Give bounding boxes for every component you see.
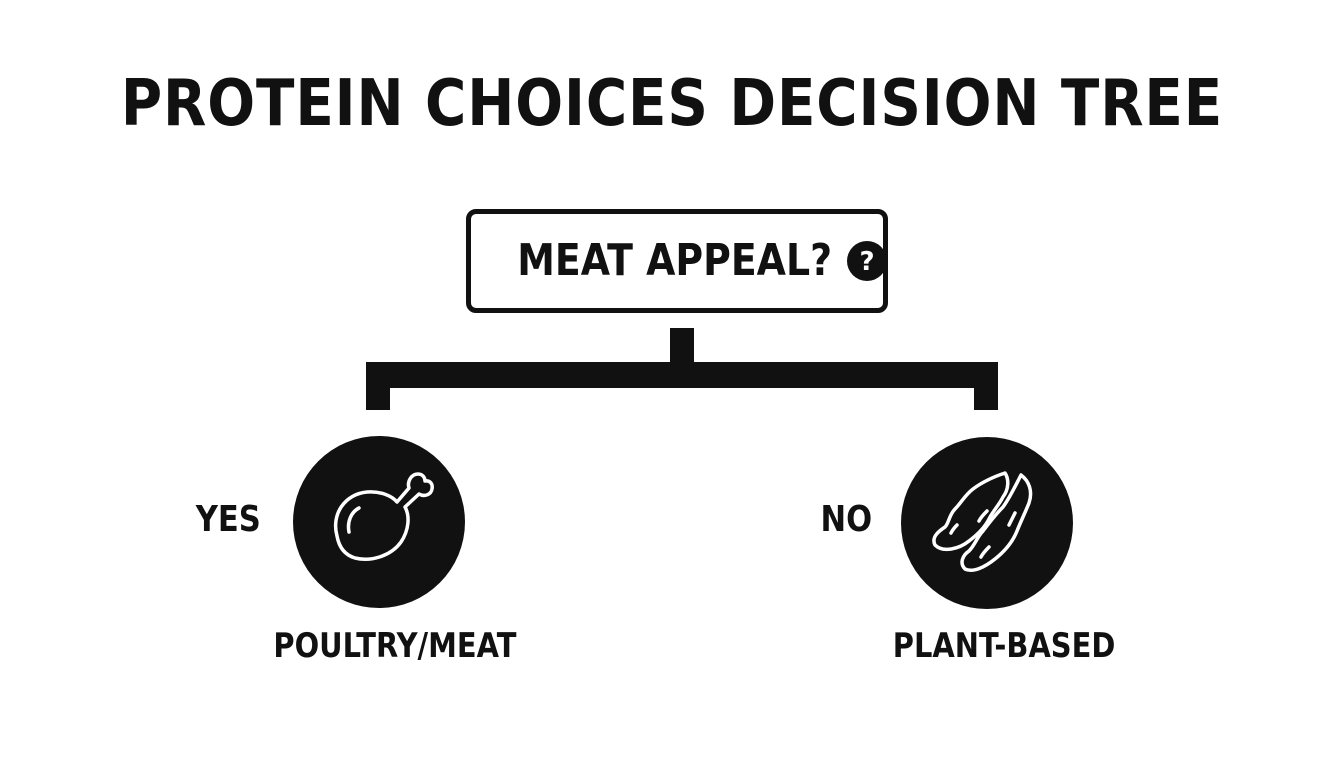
question-circle-icon: ?: [847, 241, 888, 281]
diagram-title: PROTEIN CHOICES DECISION TREE: [120, 67, 1224, 141]
chicken-drumstick-icon: [333, 472, 434, 561]
question-node: MEAT APPEAL? ?: [466, 209, 888, 313]
yes-label: YES: [195, 499, 261, 540]
no-label: NO: [820, 499, 873, 540]
plant-based-caption: PLANT-BASED: [892, 626, 1116, 666]
svg-text:?: ?: [859, 247, 874, 277]
poultry-meat-caption: POULTRY/MEAT: [273, 626, 517, 666]
poultry-meat-node: [293, 436, 465, 608]
plant-based-node: [901, 437, 1073, 609]
legume-pods-icon: [932, 471, 1033, 572]
question-text: MEAT APPEAL?: [517, 235, 833, 286]
